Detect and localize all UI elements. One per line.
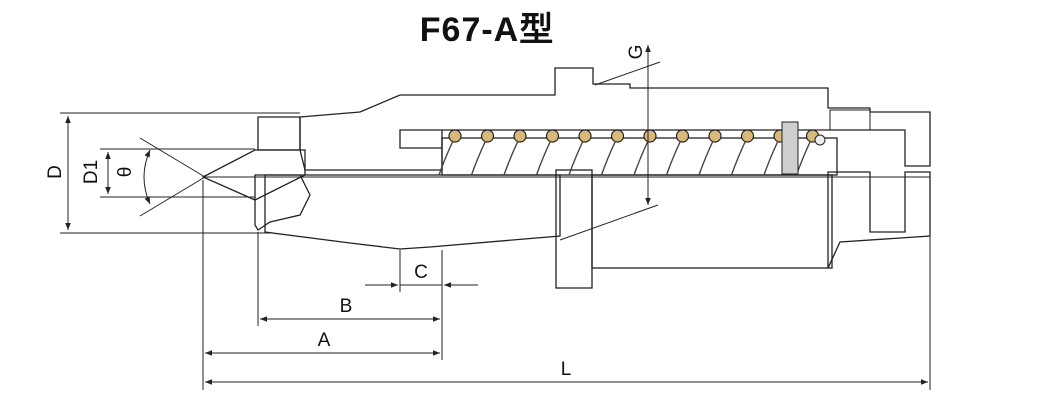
- spring-coil-section: [448, 129, 462, 143]
- flange-lower: [555, 169, 593, 289]
- spring-coil-section: [675, 129, 690, 143]
- dim-A-label: A: [318, 330, 331, 351]
- spring-coil-section: [513, 129, 527, 143]
- dim-D: D: [45, 112, 300, 234]
- middle-shaft: [591, 174, 833, 269]
- ball-bearing: [814, 134, 826, 146]
- dim-D1: D1: [81, 148, 255, 198]
- dim-G: G: [559, 45, 661, 241]
- dim-G-label: G: [626, 45, 647, 60]
- drawing-title: F67-A型: [419, 11, 555, 49]
- center-point-section: [201, 149, 306, 201]
- spring-coil-wire: [763, 140, 779, 176]
- spring-coil-wire: [503, 140, 519, 176]
- dim-L: L: [205, 236, 931, 390]
- dim-A: A: [202, 180, 440, 390]
- spring-assembly: [438, 121, 826, 176]
- taper-body-lower: [264, 174, 561, 250]
- spring-coil-wire: [633, 140, 649, 176]
- dim-theta: θ: [115, 137, 206, 217]
- spring-coil-wire: [795, 140, 812, 176]
- dim-C: C: [365, 250, 478, 360]
- body-lower-half: [254, 137, 931, 289]
- dim-C-label: C: [414, 262, 428, 283]
- spring-coil-wire: [568, 140, 584, 176]
- spring-rod: [441, 137, 838, 176]
- dim-theta-label: θ: [115, 167, 136, 178]
- section-upper-half: [201, 67, 931, 201]
- spring-coil-wire: [600, 140, 617, 176]
- spring-coil-section: [740, 129, 755, 143]
- dim-L-label: L: [561, 359, 572, 380]
- dim-B-label: B: [340, 296, 353, 317]
- spring-coil-section: [708, 129, 722, 143]
- retaining-ring: [781, 121, 799, 175]
- dim-D1-label: D1: [81, 160, 102, 184]
- spring-coil-wire: [665, 140, 682, 176]
- dim-D-label: D: [45, 165, 66, 179]
- dim-B: B: [257, 232, 440, 326]
- spring-coil-section: [480, 129, 495, 143]
- nose-lower: [254, 174, 311, 231]
- spring-coil-wire: [698, 140, 714, 176]
- rear-bore-gap: [829, 109, 871, 131]
- spring-coil-wire: [470, 140, 487, 176]
- rear-shank: [827, 171, 931, 269]
- spring-coil-wire: [535, 140, 552, 176]
- spring-coil-wire: [730, 140, 747, 176]
- spring-coil-section: [643, 129, 657, 143]
- spring-coil-section: [610, 129, 625, 143]
- nose-upper: [257, 116, 301, 151]
- spring-coil-section: [578, 129, 592, 143]
- spring-coil-section: [545, 129, 560, 143]
- housing-section: [299, 67, 931, 171]
- spring-coil-wire: [438, 140, 454, 176]
